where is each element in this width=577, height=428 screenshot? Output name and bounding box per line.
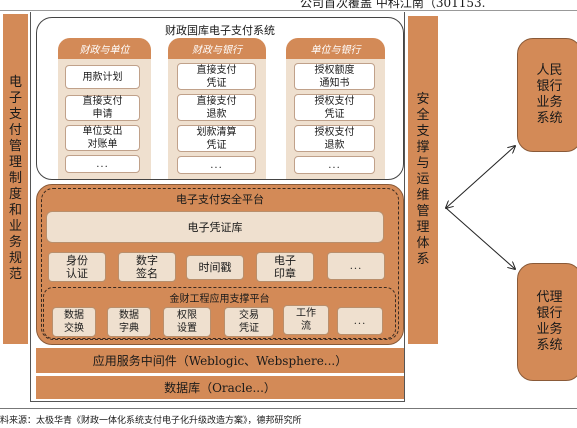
- component-identity-auth: 身份 认证: [48, 252, 106, 282]
- column-finance-unit-title: 财政与单位: [58, 38, 151, 59]
- item-direct-payment-voucher: 直接支付 凭证: [177, 63, 256, 90]
- item-more-1: ...: [65, 155, 140, 173]
- component-transaction-voucher: 交易 凭证: [224, 307, 274, 337]
- support-platform-panel: [43, 287, 396, 339]
- item-authorized-payment-refund: 授权支付 退款: [294, 125, 375, 152]
- component-workflow: 工作 流: [283, 305, 329, 335]
- item-spending-plan: 用款计划: [65, 65, 140, 89]
- component-electronic-seal: 电子 印章: [256, 252, 314, 282]
- arrow-to-peoples-bank: [446, 146, 515, 208]
- item-direct-payment-request: 直接支付 申请: [65, 95, 140, 121]
- item-authorized-payment-voucher: 授权支付 凭证: [294, 94, 375, 121]
- arrow-to-agent-bank: [445, 207, 515, 269]
- item-direct-payment-refund: 直接支付 退款: [177, 94, 256, 121]
- agent-bank-system: 代理 银行 业务 系统: [517, 263, 577, 381]
- treasury-system-title: 财政国库电子支付系统: [165, 24, 275, 37]
- component-permission-settings: 权限 设置: [163, 307, 211, 337]
- item-more-2: ...: [177, 156, 256, 174]
- framework-boundary: [30, 12, 405, 402]
- source-note: 料来源：太极华青《财政一体化系统支付电子化升级改造方案》，德邦研究所: [0, 416, 302, 426]
- component-data-exchange: 数据 交换: [52, 307, 96, 337]
- column-unit-bank-title: 单位与银行: [286, 38, 385, 59]
- component-data-dictionary: 数据 字典: [107, 307, 151, 337]
- component-timestamp: 时间戳: [186, 255, 244, 280]
- database-layer: 数据库（Oracle...）: [36, 376, 404, 399]
- security-platform-title: 电子支付安全平台: [176, 193, 264, 206]
- left-column-regulations: 电子 支付 管理 制度 和业 务规 范: [3, 14, 28, 344]
- support-platform-title: 金财工程应用支撑平台: [169, 294, 270, 305]
- item-authorized-quota-notice: 授权额度 通知书: [294, 63, 375, 90]
- header-rule: [0, 10, 577, 11]
- item-unit-expense-statement: 单位支出 对账单: [65, 125, 140, 151]
- item-clearing-voucher: 划款清算 凭证: [177, 125, 256, 152]
- component-digital-signature: 数字 签名: [118, 252, 176, 282]
- security-platform-dashed-border: [41, 188, 399, 340]
- column-finance-bank-title: 财政与银行: [168, 38, 266, 59]
- right-column-security-ops: 安全 支撑 与运 维管 理体 系: [408, 16, 438, 344]
- footer-rule: [0, 408, 577, 409]
- component-more-support: ...: [337, 307, 383, 335]
- report-header: 公司首次覆盖 中科江南（301153.: [300, 0, 486, 10]
- item-more-3: ...: [294, 156, 375, 174]
- peoples-bank-system: 人民 银行 业务 系统: [517, 38, 577, 152]
- middleware-layer: 应用服务中间件（Weblogic、Websphere...）: [36, 348, 404, 373]
- component-more: ...: [327, 252, 385, 280]
- voucher-library: 电子凭证库: [46, 211, 384, 243]
